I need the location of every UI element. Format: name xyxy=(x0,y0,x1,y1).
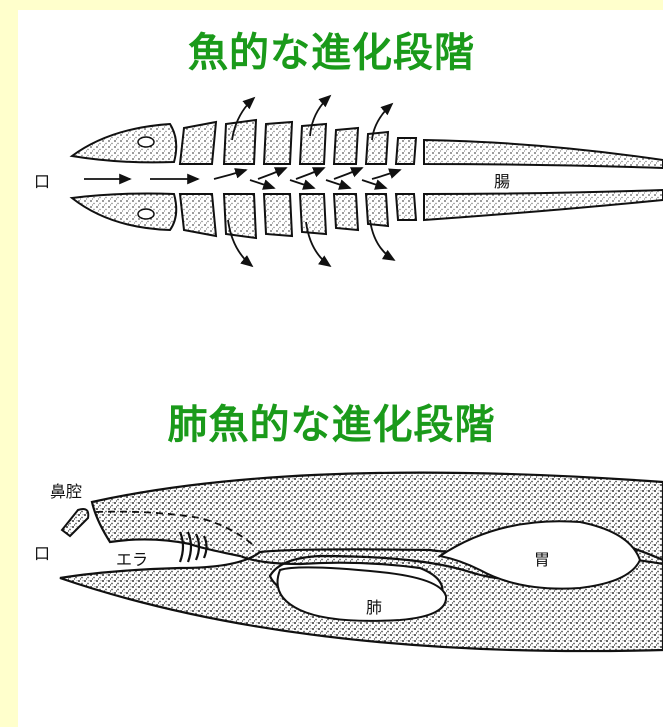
nasal-piece xyxy=(62,509,88,536)
lower-head-piece xyxy=(72,194,176,231)
lung-label: 肺 xyxy=(366,594,382,618)
upper-eye-spot xyxy=(138,137,154,147)
fish-stage-title: 魚的な進化段階 xyxy=(0,20,663,78)
stomach-label: 胃 xyxy=(534,546,550,570)
top-accent-band xyxy=(0,0,663,10)
lungfish-stage-title: 肺魚的な進化段階 xyxy=(0,392,663,450)
fish-stage-diagram xyxy=(0,80,663,290)
upper-gill-segments xyxy=(180,120,416,164)
gut-label: 腸 xyxy=(494,168,510,192)
lower-gill-segments xyxy=(180,194,416,238)
water-flow-arrows xyxy=(84,168,400,188)
lower-eye-spot xyxy=(138,209,154,219)
nasal-label: 鼻腔 xyxy=(50,478,82,502)
upper-head-piece xyxy=(72,124,176,162)
lungfish-mouth-label: 口 xyxy=(34,540,50,564)
gill-label: エラ xyxy=(116,546,148,570)
upper-body-tail xyxy=(424,140,663,168)
lungfish-stage-diagram xyxy=(0,460,663,670)
lower-body-tail xyxy=(424,190,663,220)
fish-mouth-label: 口 xyxy=(34,168,50,192)
